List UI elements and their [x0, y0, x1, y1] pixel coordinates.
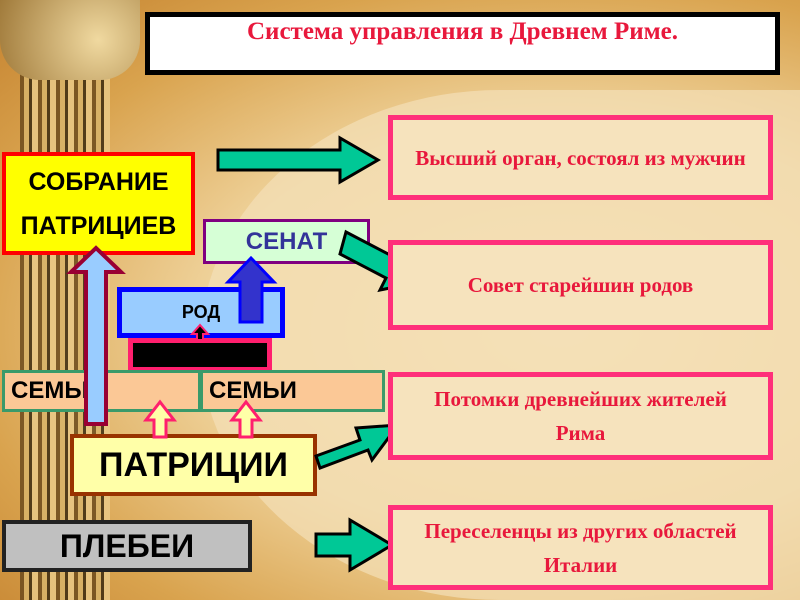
assembly-description: Высший орган, состоял из мужчин: [388, 115, 773, 200]
senate-label: СЕНАТ: [245, 227, 328, 255]
assembly-line2: ПАТРИЦИЕВ: [20, 211, 177, 240]
assembly-box: СОБРАНИЕ ПАТРИЦИЕВ: [2, 152, 195, 255]
title-text: Система управления в Древнем Риме.: [246, 18, 678, 45]
description-text: Потомки древнейших жителей Рима: [434, 387, 727, 445]
clan-label: РОД: [181, 302, 221, 322]
families-right-box: СЕМЬИ: [200, 370, 385, 412]
plebeians-label: ПЛЕБЕИ: [59, 527, 195, 564]
clan-box: РОД: [117, 287, 285, 338]
plebeians-description: Переселенцы из других областей Италии: [388, 505, 773, 590]
senate-box: СЕНАТ: [203, 219, 370, 264]
patricians-label: ПАТРИЦИИ: [99, 445, 288, 484]
families-left-box: СЕМЬИ: [2, 370, 201, 412]
description-text: Переселенцы из других областей Италии: [424, 518, 737, 577]
description-text: Высший орган, состоял из мужчин: [415, 145, 746, 170]
senate-description: Совет старейшин родов: [388, 240, 773, 330]
assembly-line1: СОБРАНИЕ: [28, 167, 169, 196]
black-bar: [128, 338, 272, 372]
patricians-box: ПАТРИЦИИ: [70, 434, 317, 496]
families-left-label: СЕМЬИ: [11, 377, 99, 404]
patricians-description: Потомки древнейших жителей Рима: [388, 372, 773, 460]
plebeians-box: ПЛЕБЕИ: [2, 520, 252, 572]
description-text: Совет старейшин родов: [467, 273, 694, 297]
column-decoration: [20, 60, 110, 600]
column-capital: [0, 0, 140, 80]
slide-title: Система управления в Древнем Риме.: [145, 12, 780, 75]
families-right-label: СЕМЬИ: [209, 377, 297, 404]
